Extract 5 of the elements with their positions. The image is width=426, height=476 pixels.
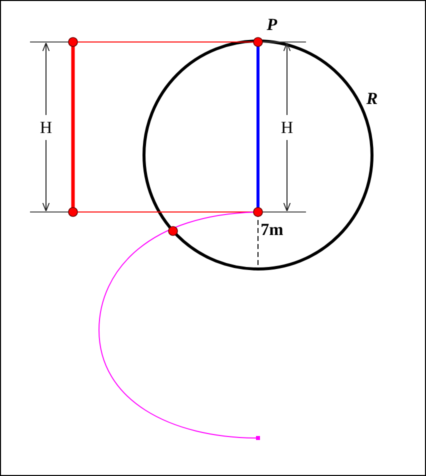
circle-label: R	[366, 90, 378, 108]
dimension-label: 7m	[260, 221, 284, 239]
height-label: H	[40, 119, 52, 137]
point-label: P	[266, 16, 278, 34]
height-label: H	[280, 119, 294, 137]
